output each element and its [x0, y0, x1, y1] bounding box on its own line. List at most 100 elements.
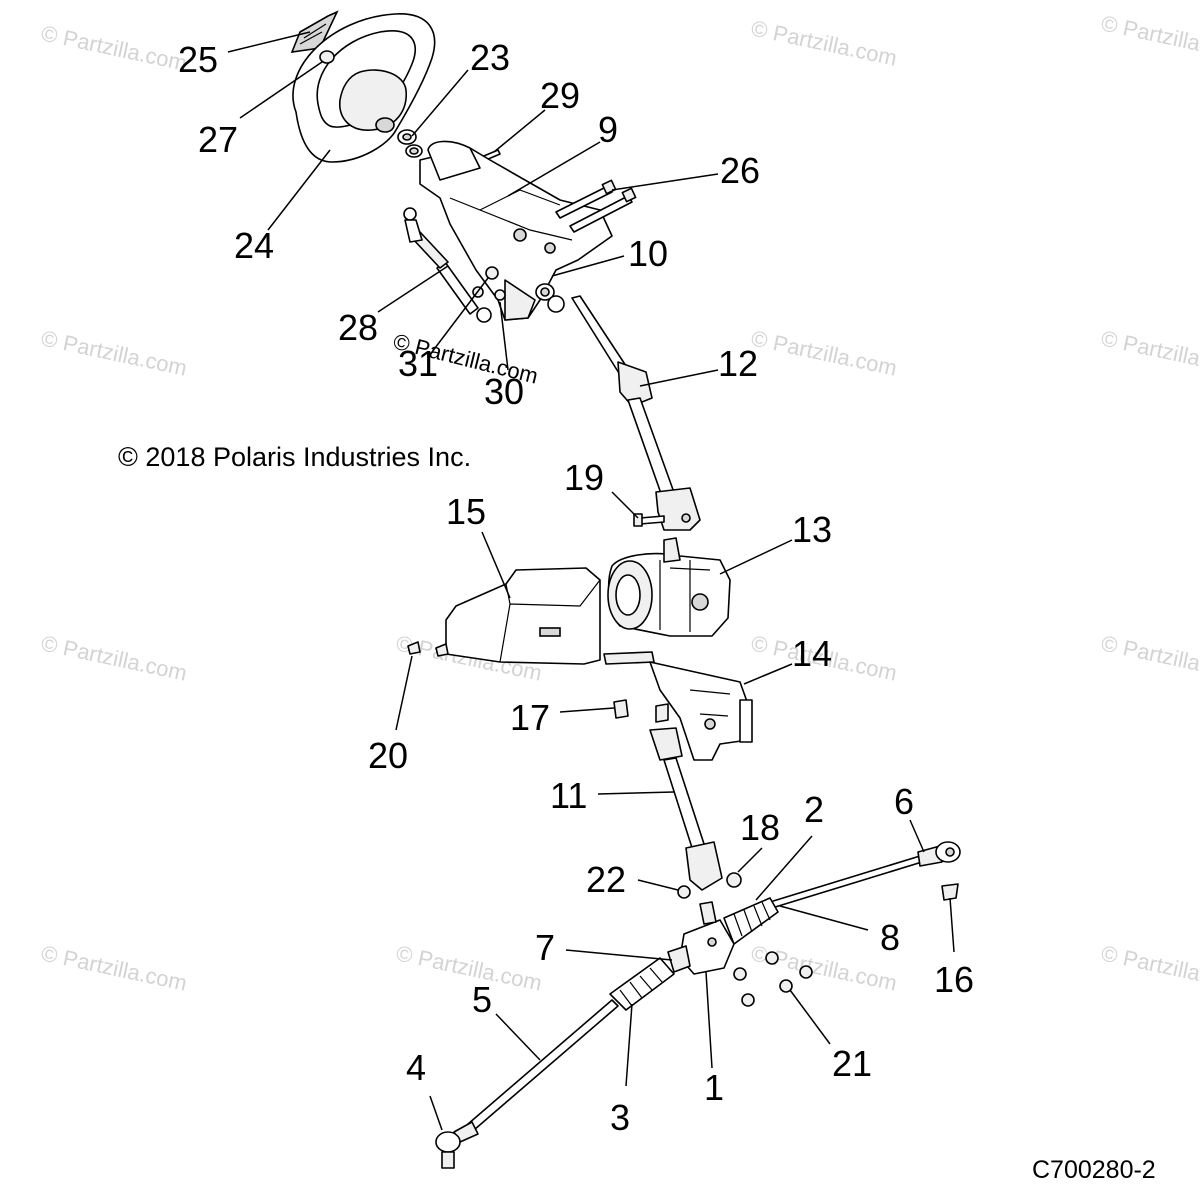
- leader-lines: [227, 31, 955, 1131]
- callout-25: 25: [178, 39, 218, 80]
- part-30-bolt[interactable]: [494, 289, 506, 301]
- watermark: © Partzilla.com: [1099, 940, 1200, 995]
- callout-22: 22: [586, 859, 626, 900]
- callout-9: 9: [598, 109, 618, 150]
- leader-19: [611, 491, 639, 519]
- callout-14: 14: [792, 633, 832, 674]
- part-21-nut[interactable]: [733, 951, 813, 1007]
- callout-5: 5: [472, 979, 492, 1020]
- part-3-boot-left[interactable]: [609, 957, 675, 1011]
- leader-9: [507, 141, 601, 197]
- part-10-bushing[interactable]: [535, 283, 565, 313]
- leader-22: [637, 879, 679, 891]
- part-18-nut[interactable]: [726, 872, 742, 888]
- callout-31: 31: [398, 343, 438, 384]
- callout-27: 27: [198, 119, 238, 160]
- part-17-bolt[interactable]: [613, 699, 629, 719]
- part-6-tie-rod-end-right[interactable]: [917, 841, 961, 867]
- leader-16: [949, 897, 955, 953]
- copyright-notice: © 2018 Polaris Industries Inc.: [118, 442, 471, 472]
- leader-30: [499, 301, 509, 371]
- leader-27: [239, 61, 323, 119]
- part-12-upper-shaft[interactable]: [571, 295, 701, 531]
- leader-1: [705, 971, 713, 1069]
- watermark: © Partzilla.com: [39, 940, 189, 995]
- leader-13: [719, 539, 793, 575]
- leader-4: [429, 1095, 443, 1131]
- part-15-cover[interactable]: [445, 567, 601, 665]
- part-16-fastener[interactable]: [941, 883, 959, 901]
- figure-id: C700280-2: [1032, 1156, 1156, 1184]
- callout-2: 2: [804, 789, 824, 830]
- watermark: © Partzilla.com: [39, 20, 189, 75]
- watermark: © Partzilla.com: [39, 630, 189, 685]
- watermark: © Partzilla.com: [749, 325, 899, 380]
- part-27-nut[interactable]: [319, 50, 335, 64]
- leader-6: [909, 819, 925, 853]
- leader-8: [779, 905, 869, 931]
- callout-3: 3: [610, 1097, 630, 1138]
- part-26-bolt[interactable]: [555, 179, 637, 233]
- leader-26: [611, 173, 719, 191]
- watermark: © Partzilla.com: [749, 15, 899, 70]
- watermark: © Partzilla.com: [1099, 630, 1200, 685]
- leader-5: [495, 1013, 541, 1061]
- part-31-nut[interactable]: [472, 266, 499, 298]
- callout-7: 7: [535, 927, 555, 968]
- leader-10: [551, 255, 625, 277]
- callout-23: 23: [470, 37, 510, 78]
- callout-20: 20: [368, 735, 408, 776]
- leader-18: [737, 847, 763, 873]
- leader-24: [267, 149, 331, 231]
- callout-24: 24: [234, 225, 274, 266]
- callout-15: 15: [446, 491, 486, 532]
- part-20-fastener[interactable]: [407, 641, 449, 657]
- callout-4: 4: [406, 1047, 426, 1088]
- callout-21: 21: [832, 1043, 872, 1084]
- leader-25: [227, 31, 311, 53]
- leader-12: [639, 369, 719, 387]
- leader-2: [755, 835, 813, 901]
- callout-12: 12: [718, 343, 758, 384]
- leader-17: [559, 707, 615, 713]
- part-19-bolt[interactable]: [633, 513, 665, 527]
- callout-29: 29: [540, 75, 580, 116]
- leader-11: [597, 791, 675, 795]
- part-4-tie-rod-end-left[interactable]: [435, 1121, 479, 1169]
- part-9-column-bracket[interactable]: [419, 140, 613, 321]
- leader-3: [625, 1003, 633, 1087]
- callout-18: 18: [740, 807, 780, 848]
- callout-11: 11: [550, 775, 587, 816]
- leader-15: [481, 531, 511, 599]
- callout-10: 10: [628, 233, 668, 274]
- callout-26: 26: [720, 150, 760, 191]
- watermark: © Partzilla.com: [394, 940, 544, 995]
- leader-20: [395, 655, 413, 731]
- part-7-rack-fitting[interactable]: [667, 945, 691, 973]
- watermark: © Partzilla.com: [1099, 10, 1200, 65]
- leader-29: [493, 109, 546, 153]
- watermark: © Partzilla.com: [39, 325, 189, 380]
- leader-23: [411, 69, 469, 137]
- leader-31: [431, 277, 489, 353]
- watermark: © Partzilla.com: [749, 940, 899, 995]
- callout-30: 30: [484, 371, 524, 412]
- part-11-lower-shaft[interactable]: [649, 703, 723, 891]
- part-14-mount-bracket[interactable]: [603, 651, 753, 761]
- part-22-nut[interactable]: [677, 885, 691, 899]
- watermark: © Partzilla.com: [1099, 325, 1200, 380]
- callout-16: 16: [934, 959, 974, 1000]
- part-8-tie-rod-right[interactable]: [769, 855, 923, 909]
- part-28-gas-strut[interactable]: [403, 207, 492, 323]
- leader-14: [743, 663, 793, 685]
- callout-6: 6: [894, 781, 914, 822]
- callout-17: 17: [510, 697, 550, 738]
- leader-28: [377, 265, 449, 313]
- part-23-washer[interactable]: [397, 129, 423, 158]
- part-25-center-pad[interactable]: [290, 10, 339, 53]
- callout-19: 19: [564, 457, 604, 498]
- part-2-boot-right[interactable]: [723, 897, 779, 945]
- part-13-eps-unit[interactable]: [607, 537, 731, 637]
- leader-7: [565, 949, 673, 961]
